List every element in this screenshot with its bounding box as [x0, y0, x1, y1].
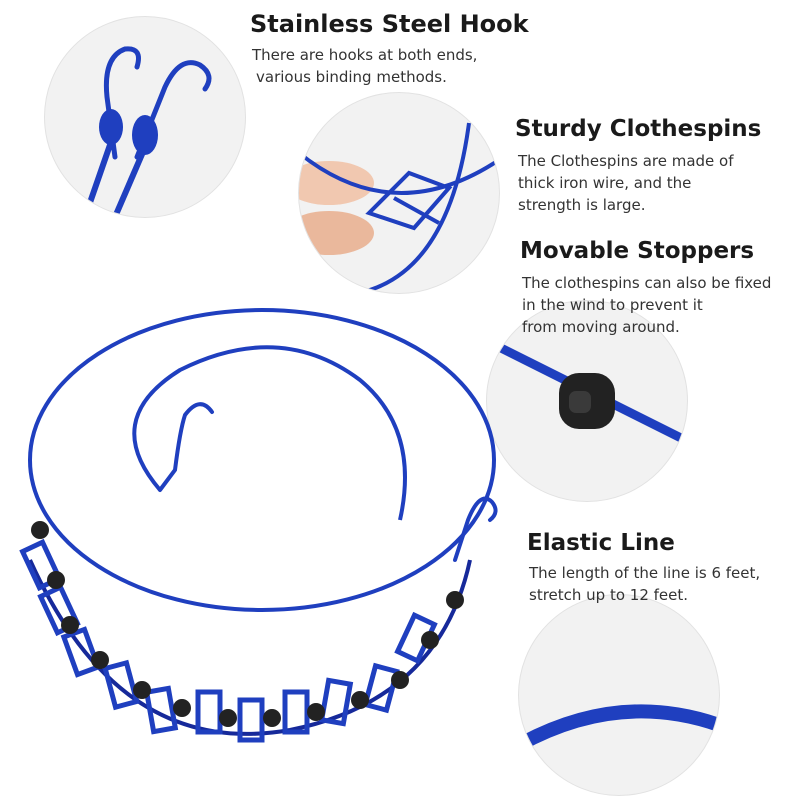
- clothespin: [362, 662, 400, 714]
- stopper: [307, 703, 325, 721]
- feature-desc-line: strength is large.: [518, 196, 646, 214]
- stopper: [421, 631, 439, 649]
- clothespin: [237, 697, 265, 743]
- stopper: [446, 591, 464, 609]
- feature-title-clothespins: Sturdy Clothespins: [515, 116, 762, 142]
- clothespin: [60, 626, 102, 678]
- stopper: [351, 691, 369, 709]
- feature-desc-line: thick iron wire, and the: [518, 174, 692, 192]
- feature-desc-line: in the wind to prevent it: [522, 296, 703, 314]
- stopper: [133, 681, 151, 699]
- feature-title-elastic-line: Elastic Line: [527, 530, 675, 556]
- clothespin-closeup-image: [298, 92, 500, 294]
- stopper: [173, 699, 191, 717]
- clothespin: [143, 685, 179, 735]
- stopper: [263, 709, 281, 727]
- feature-desc-line: There are hooks at both ends,: [252, 46, 478, 64]
- stopper: [31, 521, 49, 539]
- clothespin: [318, 677, 354, 727]
- feature-desc-line: from moving around.: [522, 318, 680, 336]
- feature-desc-line: The length of the line is 6 feet,: [529, 564, 761, 582]
- stopper-closeup-image: [486, 300, 688, 502]
- stopper: [91, 651, 109, 669]
- feature-desc-line: The clothespins can also be fixed: [522, 274, 772, 292]
- stopper: [47, 571, 65, 589]
- clothespin: [102, 659, 140, 711]
- feature-desc-clothespins: The Clothespins are made of thick iron w…: [518, 150, 734, 216]
- hook-closeup-image: [44, 16, 246, 218]
- stopper: [391, 671, 409, 689]
- stopper: [61, 616, 79, 634]
- feature-desc-line: various binding methods.: [256, 68, 447, 86]
- stopper-row: [31, 521, 464, 727]
- feature-desc-elastic-line: The length of the line is 6 feet, stretc…: [529, 562, 760, 606]
- feature-desc-hook: There are hooks at both ends, various bi…: [252, 44, 477, 88]
- stopper: [219, 709, 237, 727]
- feature-desc-line: stretch up to 12 feet.: [529, 586, 689, 604]
- elastic-line-closeup-image: [518, 594, 720, 796]
- feature-desc-line: The Clothespins are made of: [518, 152, 734, 170]
- feature-title-hook: Stainless Steel Hook: [250, 10, 529, 38]
- feature-desc-stoppers: The clothespins can also be fixed in the…: [522, 272, 771, 338]
- clothespin: [195, 689, 223, 735]
- feature-title-stoppers: Movable Stoppers: [520, 238, 755, 264]
